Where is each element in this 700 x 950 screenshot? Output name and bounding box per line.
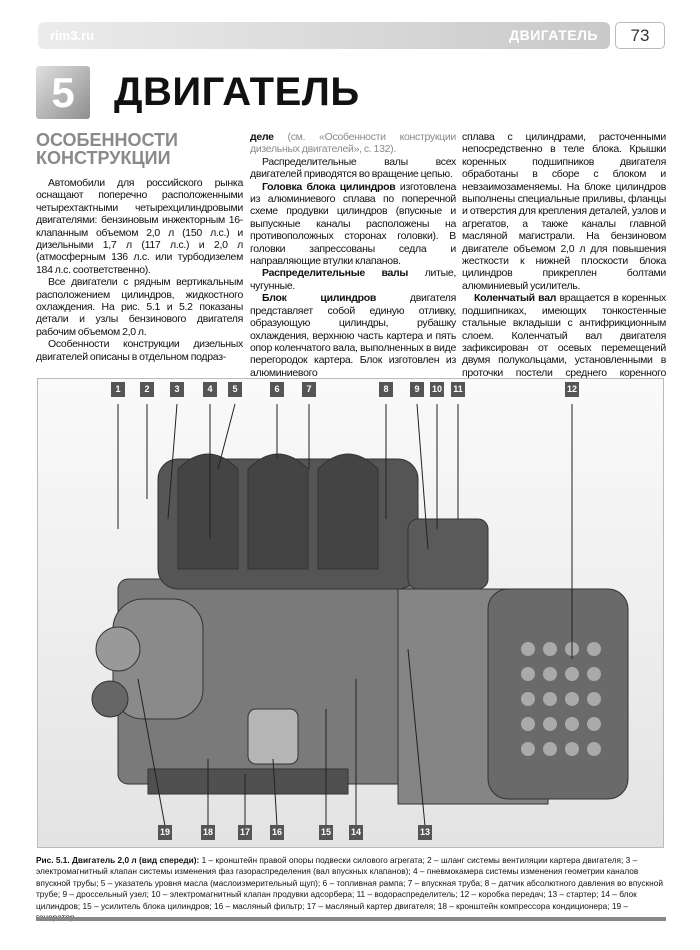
paragraph: двигателя представляет собой единую отли… <box>250 292 456 379</box>
callout-14: 14 <box>349 825 363 840</box>
callout-17: 17 <box>238 825 252 840</box>
callout-1: 1 <box>111 382 125 397</box>
paragraph: Все двигатели с рядным вертикальным расп… <box>36 276 243 338</box>
section-heading: ОСОБЕННОСТИ КОНСТРУКЦИИ <box>36 130 178 168</box>
callout-12: 12 <box>565 382 579 397</box>
callout-15: 15 <box>319 825 333 840</box>
footer-rule <box>36 917 666 921</box>
section-name: ДВИГАТЕЛЬ <box>509 27 598 43</box>
callout-8: 8 <box>379 382 393 397</box>
text-column-1: ОСОБЕННОСТИ КОНСТРУКЦИИ Автомобили для р… <box>36 131 243 363</box>
term: Блок цилиндров <box>262 292 377 305</box>
paragraph: изготовлена из алюминиевого сплава по по… <box>250 180 456 268</box>
paragraph: сплава с цилиндрами, расточенными непоср… <box>462 131 666 292</box>
callout-10: 10 <box>430 382 444 397</box>
caption-title: Рис. 5.1. Двигатель 2,0 л (вид спереди): <box>36 855 200 865</box>
callout-16: 16 <box>270 825 284 840</box>
engine-figure: 1 2 3 4 5 6 7 8 9 10 11 12 19 18 17 16 1… <box>37 378 664 848</box>
callout-19: 19 <box>158 825 172 840</box>
running-header: rim3.ru ДВИГАТЕЛЬ <box>38 22 610 49</box>
callout-18: 18 <box>201 825 215 840</box>
paragraph: Особенности конструкции дизельных двигат… <box>36 338 243 363</box>
page-number: 73 <box>615 22 665 49</box>
engine-illustration <box>91 403 629 827</box>
caption-text: 1 – кронштейн правой опоры подвески сило… <box>36 855 663 922</box>
text-column-3: сплава с цилиндрами, расточенными непоср… <box>462 131 666 392</box>
figure-caption: Рис. 5.1. Двигатель 2,0 л (вид спереди):… <box>36 855 666 923</box>
paragraph: Автомобили для российского рынка оснащаю… <box>36 177 243 276</box>
callout-5: 5 <box>228 382 242 397</box>
cross-reference: (см. «Особенности конструкции дизельных … <box>250 131 456 156</box>
term: Коленчатый вал <box>474 292 557 305</box>
callout-6: 6 <box>270 382 284 397</box>
callout-7: 7 <box>302 382 316 397</box>
chapter-number: 5 <box>36 66 90 119</box>
term: Головка блока цилиндров <box>262 180 396 193</box>
text: деле <box>250 131 274 143</box>
paragraph: литые, чугунные. <box>250 267 456 292</box>
callout-3: 3 <box>170 382 184 397</box>
paragraph: Распределительные валы всех двигателей п… <box>250 155 456 181</box>
callout-4: 4 <box>203 382 217 397</box>
callout-13: 13 <box>418 825 432 840</box>
callout-11: 11 <box>451 382 465 397</box>
site-name: rim3.ru <box>50 28 95 43</box>
text-column-2: деле (см. «Особенности конструкции дизел… <box>250 131 456 379</box>
term: Распределительные валы <box>262 267 409 280</box>
paragraph: вращается в коренных подшипниках, имеющи… <box>462 292 666 391</box>
callout-9: 9 <box>410 382 424 397</box>
chapter-title: ДВИГАТЕЛЬ <box>114 70 360 114</box>
callout-2: 2 <box>140 382 154 397</box>
